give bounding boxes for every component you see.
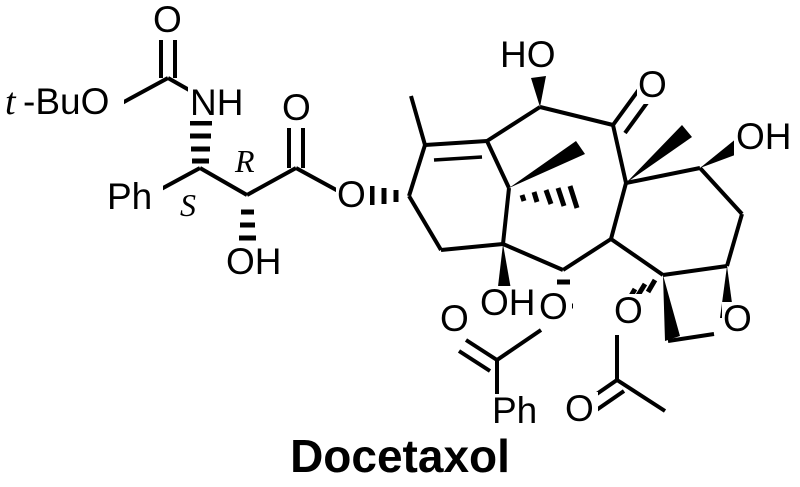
bond-ringC-c4-c3 <box>609 237 665 277</box>
wedge-c10-to-ho <box>531 76 546 107</box>
label-acetate-link-oxygen: O <box>613 290 647 331</box>
wedge-c1-to-oh <box>497 244 512 295</box>
wedge-c8-methyl <box>626 125 692 183</box>
bond-acetate-methyl <box>615 378 667 413</box>
bond-ringC-c5-c4 <box>662 264 728 277</box>
stereo-label-s: S <box>180 187 196 223</box>
tbu-rest-label: -BuO <box>23 81 109 122</box>
label-tbuo: t -BuO <box>2 81 124 123</box>
bond-ester-carbonyl-to-o <box>295 166 341 194</box>
acetate-carbonyl-o-text: O <box>565 388 594 429</box>
stereo-label-r: R <box>234 143 255 179</box>
oh-bottom-text: OH <box>480 282 536 323</box>
bond-ringC-c3-c8 <box>609 182 628 240</box>
bond-ringA-c15-c1 <box>501 187 511 245</box>
bond-c9-to-c8 <box>611 124 628 184</box>
acetate-link-o-text: O <box>614 290 643 331</box>
wedge-c4-to-c20-oxetane <box>663 275 680 341</box>
bond-c12-methyl <box>409 95 427 146</box>
label-side-chain-phenyl: Ph <box>105 176 163 217</box>
ho-top-text: HO <box>500 34 556 75</box>
bond-ringA-c1-c14 <box>440 242 504 252</box>
label-nh: NH <box>188 82 254 123</box>
label-benzoate-phenyl: Ph <box>490 390 548 431</box>
bond-ringA-c11-c15 <box>485 140 511 189</box>
label-carbamate-oxygen: O <box>152 0 186 40</box>
bond-tbuo-to-carbonyl <box>121 76 169 105</box>
bond-c2-to-ester-carbonyl <box>246 166 297 197</box>
ph-side-text: Ph <box>107 176 152 217</box>
bond-c11-to-c10 <box>485 105 542 143</box>
label-ester-carbonyl-oxygen: O <box>281 87 315 128</box>
side-oh-text: OH <box>226 241 282 282</box>
bond-ringB-c2-c3 <box>561 237 613 272</box>
wedge-c7-to-oh <box>700 138 743 168</box>
bond-benzoate-o-to-carbonyl <box>495 328 543 362</box>
carbamate-o-text: O <box>153 0 182 40</box>
bond-benzoate-double-a <box>464 338 499 362</box>
benzoate-carbonyl-o-text: O <box>440 298 469 339</box>
bond-ringA-c12-c11 <box>424 139 488 147</box>
label-c10-hydroxyl: HO <box>498 34 564 75</box>
bond-c3-to-c2 <box>199 166 248 197</box>
label-c7-hydroxyl: OH <box>734 116 800 157</box>
bond-ringC-c8-c7 <box>625 166 701 185</box>
label-ester-link-oxygen: O <box>336 174 370 215</box>
bond-ringA-c12-c11-double-inner <box>433 155 483 162</box>
bond-benzoate-double-b <box>457 349 492 373</box>
oh-right-text: OH <box>736 116 792 157</box>
ester-link-o-text: O <box>337 174 366 215</box>
benzoate-ph-text: Ph <box>492 390 537 431</box>
bond-c10-to-c9 <box>539 105 614 127</box>
ketone-o-text: O <box>638 64 667 105</box>
wedge-c15-methyl-up <box>509 141 585 188</box>
bond-c20-to-oxetane-o <box>667 332 715 343</box>
tbu-italic-t: t <box>5 81 17 123</box>
ester-carbonyl-o-text: O <box>282 87 311 128</box>
bond-c9-ketone-double-a <box>611 86 642 127</box>
bond-ringC-c7-c6 <box>698 166 744 216</box>
bond-ringB-c1-c2 <box>502 242 564 272</box>
label-benzoate-carbonyl-oxygen: O <box>439 298 473 339</box>
bond-ringA-c13-c12 <box>407 144 427 197</box>
hash-wedge-ester-o-to-c13 <box>369 186 399 205</box>
label-ketone-oxygen: O <box>637 64 671 105</box>
bond-ringA-c14-c13 <box>407 194 443 252</box>
label-benzoate-link-oxygen: O <box>538 286 572 327</box>
label-oxetane-oxygen: O <box>722 298 756 339</box>
label-acetate-carbonyl-oxygen: O <box>564 388 598 429</box>
label-c1-hydroxyl: OH <box>478 282 544 323</box>
hash-wedge-nh-to-c3 <box>190 120 212 164</box>
oxetane-o-text: O <box>723 298 752 339</box>
benzoate-link-o-text: O <box>539 286 568 327</box>
bond-acetate-double-b <box>593 389 626 413</box>
nh-text: NH <box>190 82 243 123</box>
bond-ringC-c6-c5 <box>725 213 744 267</box>
compound-title: Docetaxol <box>290 430 510 482</box>
label-side-chain-hydroxyl: OH <box>224 241 290 282</box>
hash-wedge-c15-methyl-right <box>519 185 580 209</box>
